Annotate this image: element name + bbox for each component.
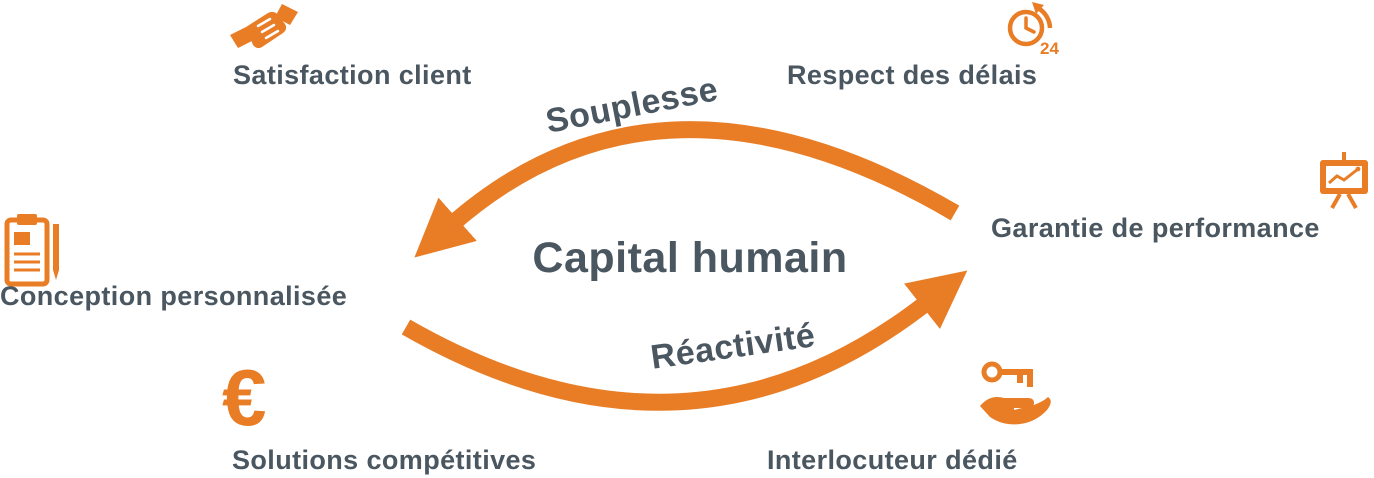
presentation-chart-icon: [1320, 152, 1368, 209]
arrow-souplesse: [414, 121, 960, 258]
arrow-reactivite: [401, 270, 968, 411]
item-label-satisfaction-client: Satisfaction client: [233, 60, 472, 90]
clock-24-badge: 24: [1040, 39, 1059, 58]
clipboard-pen-icon: [4, 214, 59, 287]
key-hand-icon: [980, 361, 1051, 425]
handshake-icon: [230, 4, 298, 49]
item-label-respect-des-delais: Respect des délais: [787, 60, 1038, 90]
item-label-solutions-competitives: Solutions compétitives: [232, 445, 537, 475]
clock-24h-icon: 24: [1007, 2, 1059, 58]
item-label-interlocuteur-dedie: Interlocuteur dédié: [767, 445, 1018, 475]
euro-icon: €: [222, 353, 267, 442]
item-label-garantie-de-performance: Garantie de performance: [991, 213, 1320, 243]
center-title: Capital humain: [532, 234, 848, 282]
item-label-conception-personnalisee: Conception personnalisée: [0, 281, 348, 311]
